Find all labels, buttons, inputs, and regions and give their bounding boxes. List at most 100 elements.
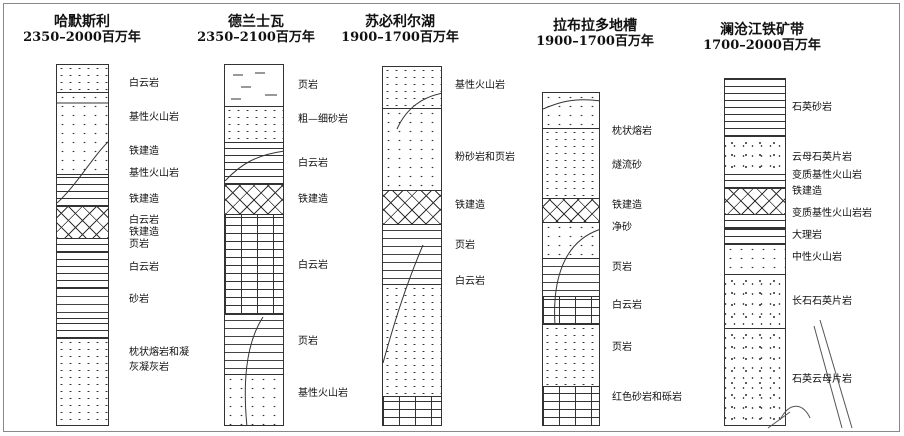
layer-quartz-mica-schist [725, 329, 785, 425]
layer-iron-formation [57, 175, 108, 207]
label: 白云岩 [455, 276, 485, 287]
layer-intermediate-volcanic [725, 245, 785, 275]
layer-dolomite [543, 297, 599, 325]
column-contact-lines [57, 102, 108, 204]
label: 铁建造 [455, 200, 485, 211]
label: 基性火山岩 [129, 168, 179, 179]
layer-dolomite [57, 239, 108, 253]
layer-shale [57, 253, 108, 289]
layer-basic-volcanic [225, 375, 283, 425]
column-contact-lines [543, 99, 599, 326]
column-name: 德兰士瓦 [228, 14, 284, 30]
column-age: 1900–1700百万年 [341, 30, 459, 45]
layer-pillow-lava [57, 339, 108, 425]
label: 粉砂岩和页岩 [455, 152, 515, 163]
label: 铁建造 [129, 146, 159, 157]
layer-feldspar-quartz-schist [725, 275, 785, 329]
label: 基性火山岩 [129, 112, 179, 123]
label: 白云岩 [298, 260, 328, 271]
layer-iron-formation [725, 189, 785, 215]
layer-iron-formation [57, 207, 108, 239]
label: 铁建造 [792, 186, 822, 197]
label: 变质基性火山岩 [792, 170, 862, 181]
layer-meta-basic-volcanic [725, 215, 785, 229]
label: 石英云母片岩 [792, 374, 852, 385]
layer-iron-formation [383, 191, 441, 225]
layer-shale [225, 65, 283, 107]
label: 白云岩 [129, 215, 159, 226]
label: 页岩 [455, 240, 475, 251]
column-age: 1700–2000百万年 [703, 38, 821, 53]
column-name: 拉布拉多地槽 [553, 18, 637, 34]
column-title-lake-superior: 苏必利尔湖 1900–1700百万年 [335, 14, 465, 46]
strat-column-transvaal [224, 64, 284, 426]
column-title-lancang: 澜沧江铁矿带 1700–2000百万年 [692, 22, 832, 54]
layer-dolomite [383, 285, 441, 397]
label: 白云岩 [129, 262, 159, 273]
layer-siltstone-shale [383, 109, 441, 191]
label: 粗—细砂岩 [298, 114, 348, 125]
layer-shale [383, 225, 441, 285]
column-name: 苏必利尔湖 [365, 14, 435, 30]
column-title-hamersley: 哈默斯利 2350–2000百万年 [22, 14, 142, 46]
label: 灰凝灰岩 [129, 362, 169, 373]
label: 页岩 [612, 342, 632, 353]
column-name: 哈默斯利 [54, 14, 110, 30]
strat-column-hamersley [56, 64, 109, 426]
layer-quartz-sandstone [725, 79, 785, 137]
label: 页岩 [612, 262, 632, 273]
column-contact-lines [383, 92, 441, 364]
column-age: 2350–2000百万年 [23, 30, 141, 45]
label: 净砂 [612, 222, 632, 233]
layer-shale [543, 259, 599, 297]
label: 铁建造 [129, 194, 159, 205]
column-age: 2350–2100百万年 [197, 30, 315, 45]
label: 燧流砂 [612, 160, 642, 171]
layer-meta-basic-volcanic [725, 175, 785, 189]
layer-shale [543, 325, 599, 387]
layer-greywacke [543, 129, 599, 199]
layer-clean-sand [543, 223, 599, 259]
layer-dolomite-base [383, 397, 441, 425]
layer-marble [725, 229, 785, 245]
strat-column-lake-superior [382, 66, 442, 426]
layer-iron-formation [543, 199, 599, 223]
layer-basic-volcanic [57, 93, 108, 175]
label: 页岩 [298, 80, 318, 91]
column-age: 1900–1700百万年 [536, 34, 654, 49]
label: 基性火山岩 [455, 80, 505, 91]
label: 大理岩 [792, 230, 822, 241]
strat-column-labrador [542, 92, 600, 426]
label: 红色砂岩和砾岩 [612, 392, 682, 403]
layer-iron-formation [225, 185, 283, 215]
column-name: 澜沧江铁矿带 [720, 22, 804, 38]
label: 白云岩 [298, 158, 328, 169]
label: 白云岩 [612, 300, 642, 311]
shale-marks [231, 72, 277, 100]
label: 枕状熔岩 [612, 126, 652, 137]
layer-dolomite [225, 215, 283, 315]
label: 中性火山岩 [792, 252, 842, 263]
label: 铁建造 [129, 227, 159, 238]
layer-dolomite [57, 65, 108, 93]
label: 基性火山岩 [298, 388, 348, 399]
layer-sandstone [225, 107, 283, 143]
layer-dolomite [225, 143, 283, 185]
column-contact-lines [225, 150, 283, 425]
label: 变质基性火山岩岩 [792, 208, 872, 219]
layer-dolomite [57, 289, 108, 319]
annotation-marks [767, 319, 853, 429]
label: 页岩 [298, 336, 318, 347]
label: 白云岩 [129, 78, 159, 89]
layer-pillow-lava [543, 93, 599, 129]
label: 铁建造 [612, 200, 642, 211]
label: 枕状熔岩和凝 [129, 347, 189, 358]
layer-red-sandstone [543, 387, 599, 425]
label: 石英砂岩 [792, 102, 832, 113]
label: 长石石英片岩 [792, 296, 852, 307]
strat-column-lancang [724, 78, 786, 426]
layer-mica-quartz-schist [725, 137, 785, 175]
label: 云母石英片岩 [792, 152, 852, 163]
label: 砂岩 [129, 294, 149, 305]
layer-sandstone [57, 319, 108, 339]
